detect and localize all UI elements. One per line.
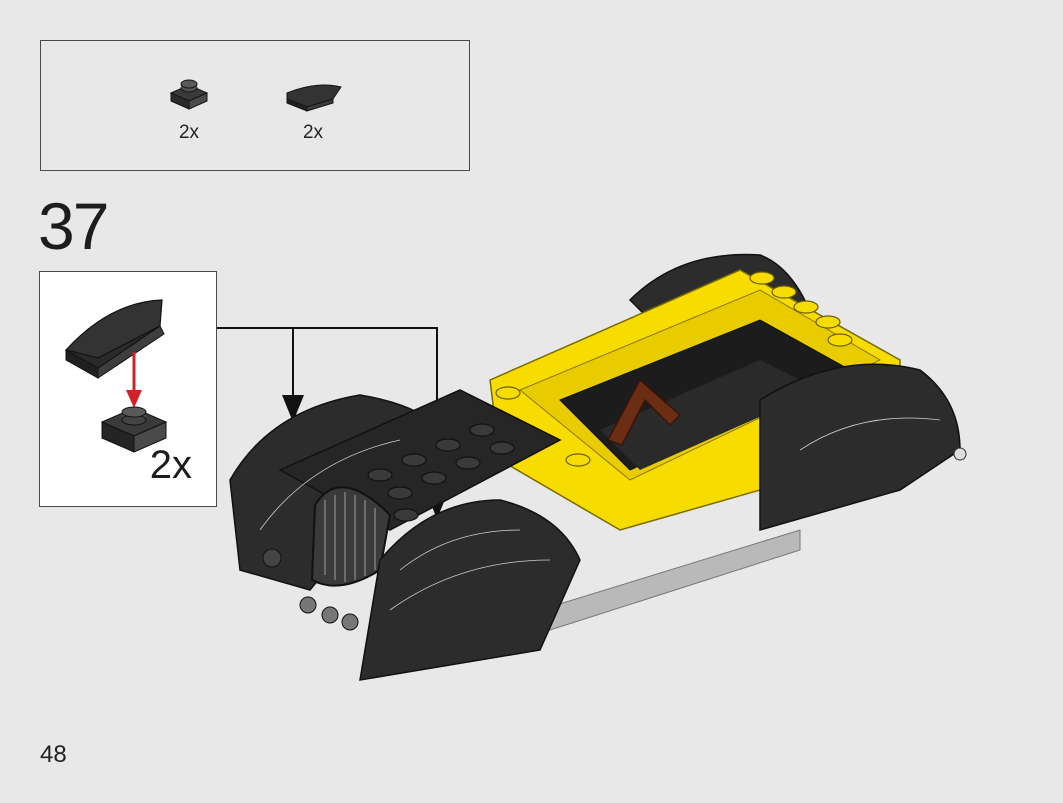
parts-qty: 2x	[302, 122, 324, 143]
sub-step-callout: 2x	[39, 271, 217, 507]
curved-slope-icon	[286, 84, 342, 112]
bumper-detail	[299, 596, 317, 614]
front-right-fender	[359, 499, 581, 681]
step-number: 37	[38, 189, 109, 263]
hood-studs	[367, 423, 515, 522]
callout-quantity: 2x	[149, 443, 192, 487]
parts-list-box: 2x 2x	[40, 40, 470, 171]
plate-1x1-icon	[169, 79, 209, 110]
car-model-illustration	[229, 253, 967, 681]
gray-chassis	[539, 529, 801, 631]
page-number: 48	[40, 741, 67, 768]
red-arrow-head	[126, 390, 142, 408]
headlight	[262, 548, 282, 568]
callout-illustration	[64, 299, 168, 453]
exhaust	[953, 447, 967, 461]
rear-right-fender	[759, 363, 961, 531]
grille-lines	[324, 492, 376, 582]
parts-qty: 2x	[178, 122, 200, 143]
brown-seat-frame	[606, 378, 682, 446]
parts-item-curved-slope: 2x	[273, 77, 353, 144]
yellow-studs	[495, 271, 853, 467]
grille	[310, 486, 392, 587]
parts-item-plate: 2x	[159, 77, 219, 144]
